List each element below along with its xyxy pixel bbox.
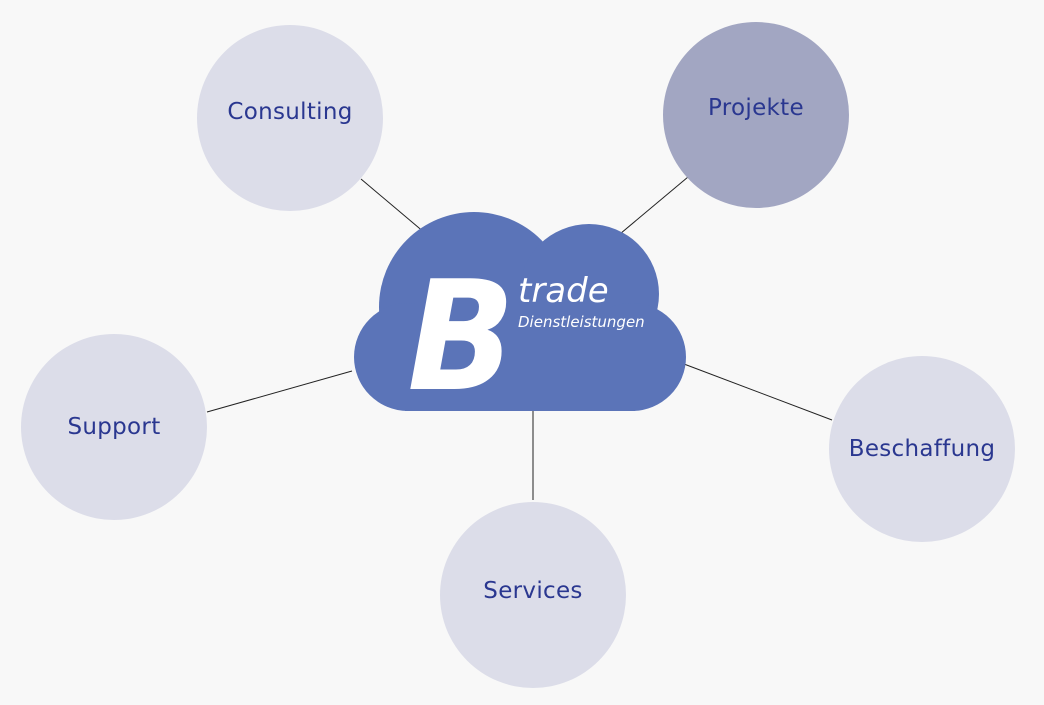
connector-beschaffung bbox=[683, 363, 833, 421]
logo-subtitle: Dienstleistungen bbox=[518, 313, 645, 331]
node-beschaffung-label: Beschaffung bbox=[848, 436, 996, 462]
connector-consulting bbox=[360, 178, 426, 234]
node-support: Support bbox=[21, 334, 207, 520]
node-projekte-label: Projekte bbox=[708, 94, 804, 121]
node-projekte: Projekte bbox=[663, 22, 849, 208]
cloud-shape bbox=[354, 212, 686, 411]
logo-letter: B bbox=[407, 248, 515, 425]
logo-word: trade bbox=[518, 271, 609, 311]
node-services: Services bbox=[440, 502, 626, 688]
connector-support bbox=[206, 370, 353, 413]
node-beschaffung: Beschaffung bbox=[829, 356, 1015, 542]
node-consulting: Consulting bbox=[197, 25, 383, 211]
node-services-label: Services bbox=[483, 578, 583, 604]
node-consulting-label: Consulting bbox=[227, 99, 353, 125]
node-support-label: Support bbox=[67, 414, 161, 440]
